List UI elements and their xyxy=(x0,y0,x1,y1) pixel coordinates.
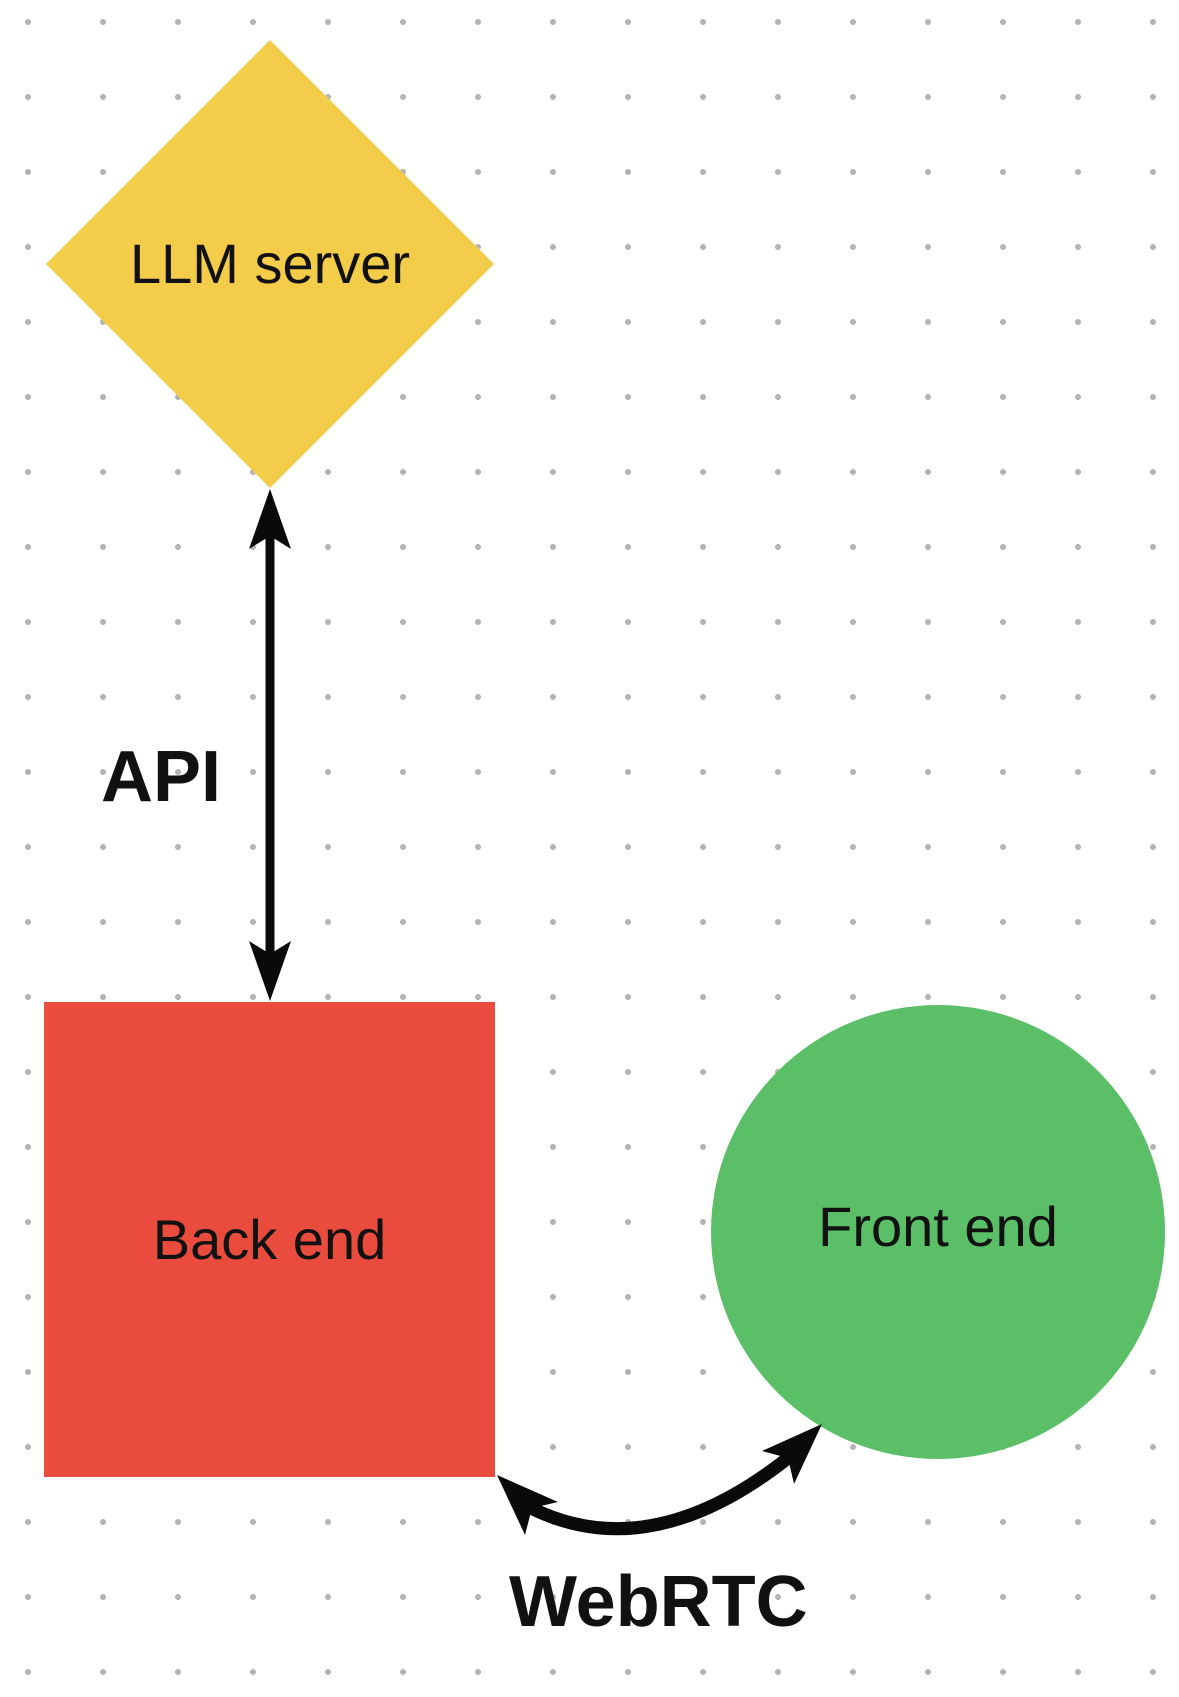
webrtc-edge-label[interactable]: WebRTC xyxy=(509,1562,808,1642)
webrtc-connector-arrow[interactable] xyxy=(497,1424,822,1536)
node-llm-server-label: LLM server xyxy=(129,232,411,296)
node-front-end-label: Front end xyxy=(818,1195,1058,1259)
webrtc-arrowhead-left-icon xyxy=(497,1475,558,1535)
webrtc-arrow-shaft xyxy=(524,1451,795,1536)
node-back-end-label: Back end xyxy=(152,1207,387,1271)
webrtc-arrowhead-right-icon xyxy=(762,1424,822,1484)
api-arrowhead-up-icon xyxy=(249,489,291,549)
api-edge-label[interactable]: API xyxy=(101,737,222,817)
api-arrowhead-down-icon xyxy=(249,941,291,1001)
node-llm-server[interactable]: LLM server xyxy=(46,40,494,488)
node-back-end[interactable]: Back end xyxy=(44,1002,495,1477)
api-connector-arrow[interactable] xyxy=(249,489,291,1001)
node-front-end[interactable]: Front end xyxy=(711,1005,1165,1459)
